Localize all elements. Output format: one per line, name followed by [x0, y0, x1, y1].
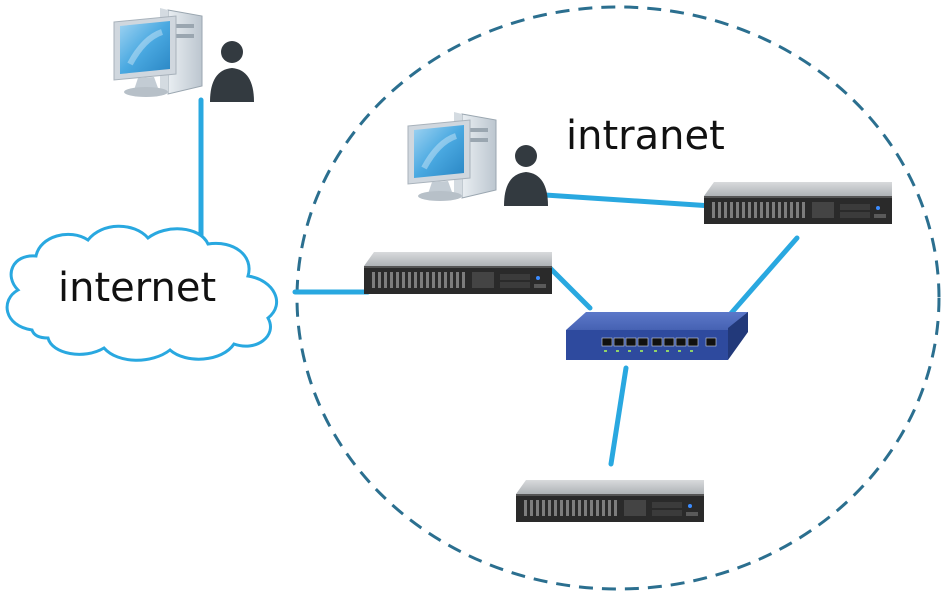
rack-server-icon — [364, 252, 552, 294]
internet-label: internet — [58, 265, 217, 311]
network-switch-icon — [565, 311, 749, 361]
link-switch-to-bottom-server — [608, 365, 629, 467]
rack-server-icon — [516, 480, 704, 522]
link-server-to-switch — [724, 235, 800, 321]
intranet-boundary — [295, 5, 941, 591]
remote-desktop-computer — [114, 8, 254, 102]
network-links — [198, 97, 800, 467]
gateway-server — [364, 252, 552, 294]
desktop-computer-icon — [408, 112, 548, 206]
link-intranet-pc-to-server — [542, 192, 715, 209]
intranet-label: intranet — [566, 113, 725, 159]
intranet-server-bottom — [516, 480, 704, 522]
desktop-computer-icon — [114, 8, 254, 102]
link-gateway-server-to-switch — [547, 265, 593, 311]
cloud-icon — [5, 224, 279, 362]
rack-server-icon — [704, 182, 892, 224]
intranet-desktop-computer — [408, 112, 548, 206]
network-switch — [565, 311, 749, 361]
intranet-server-top — [704, 182, 892, 224]
